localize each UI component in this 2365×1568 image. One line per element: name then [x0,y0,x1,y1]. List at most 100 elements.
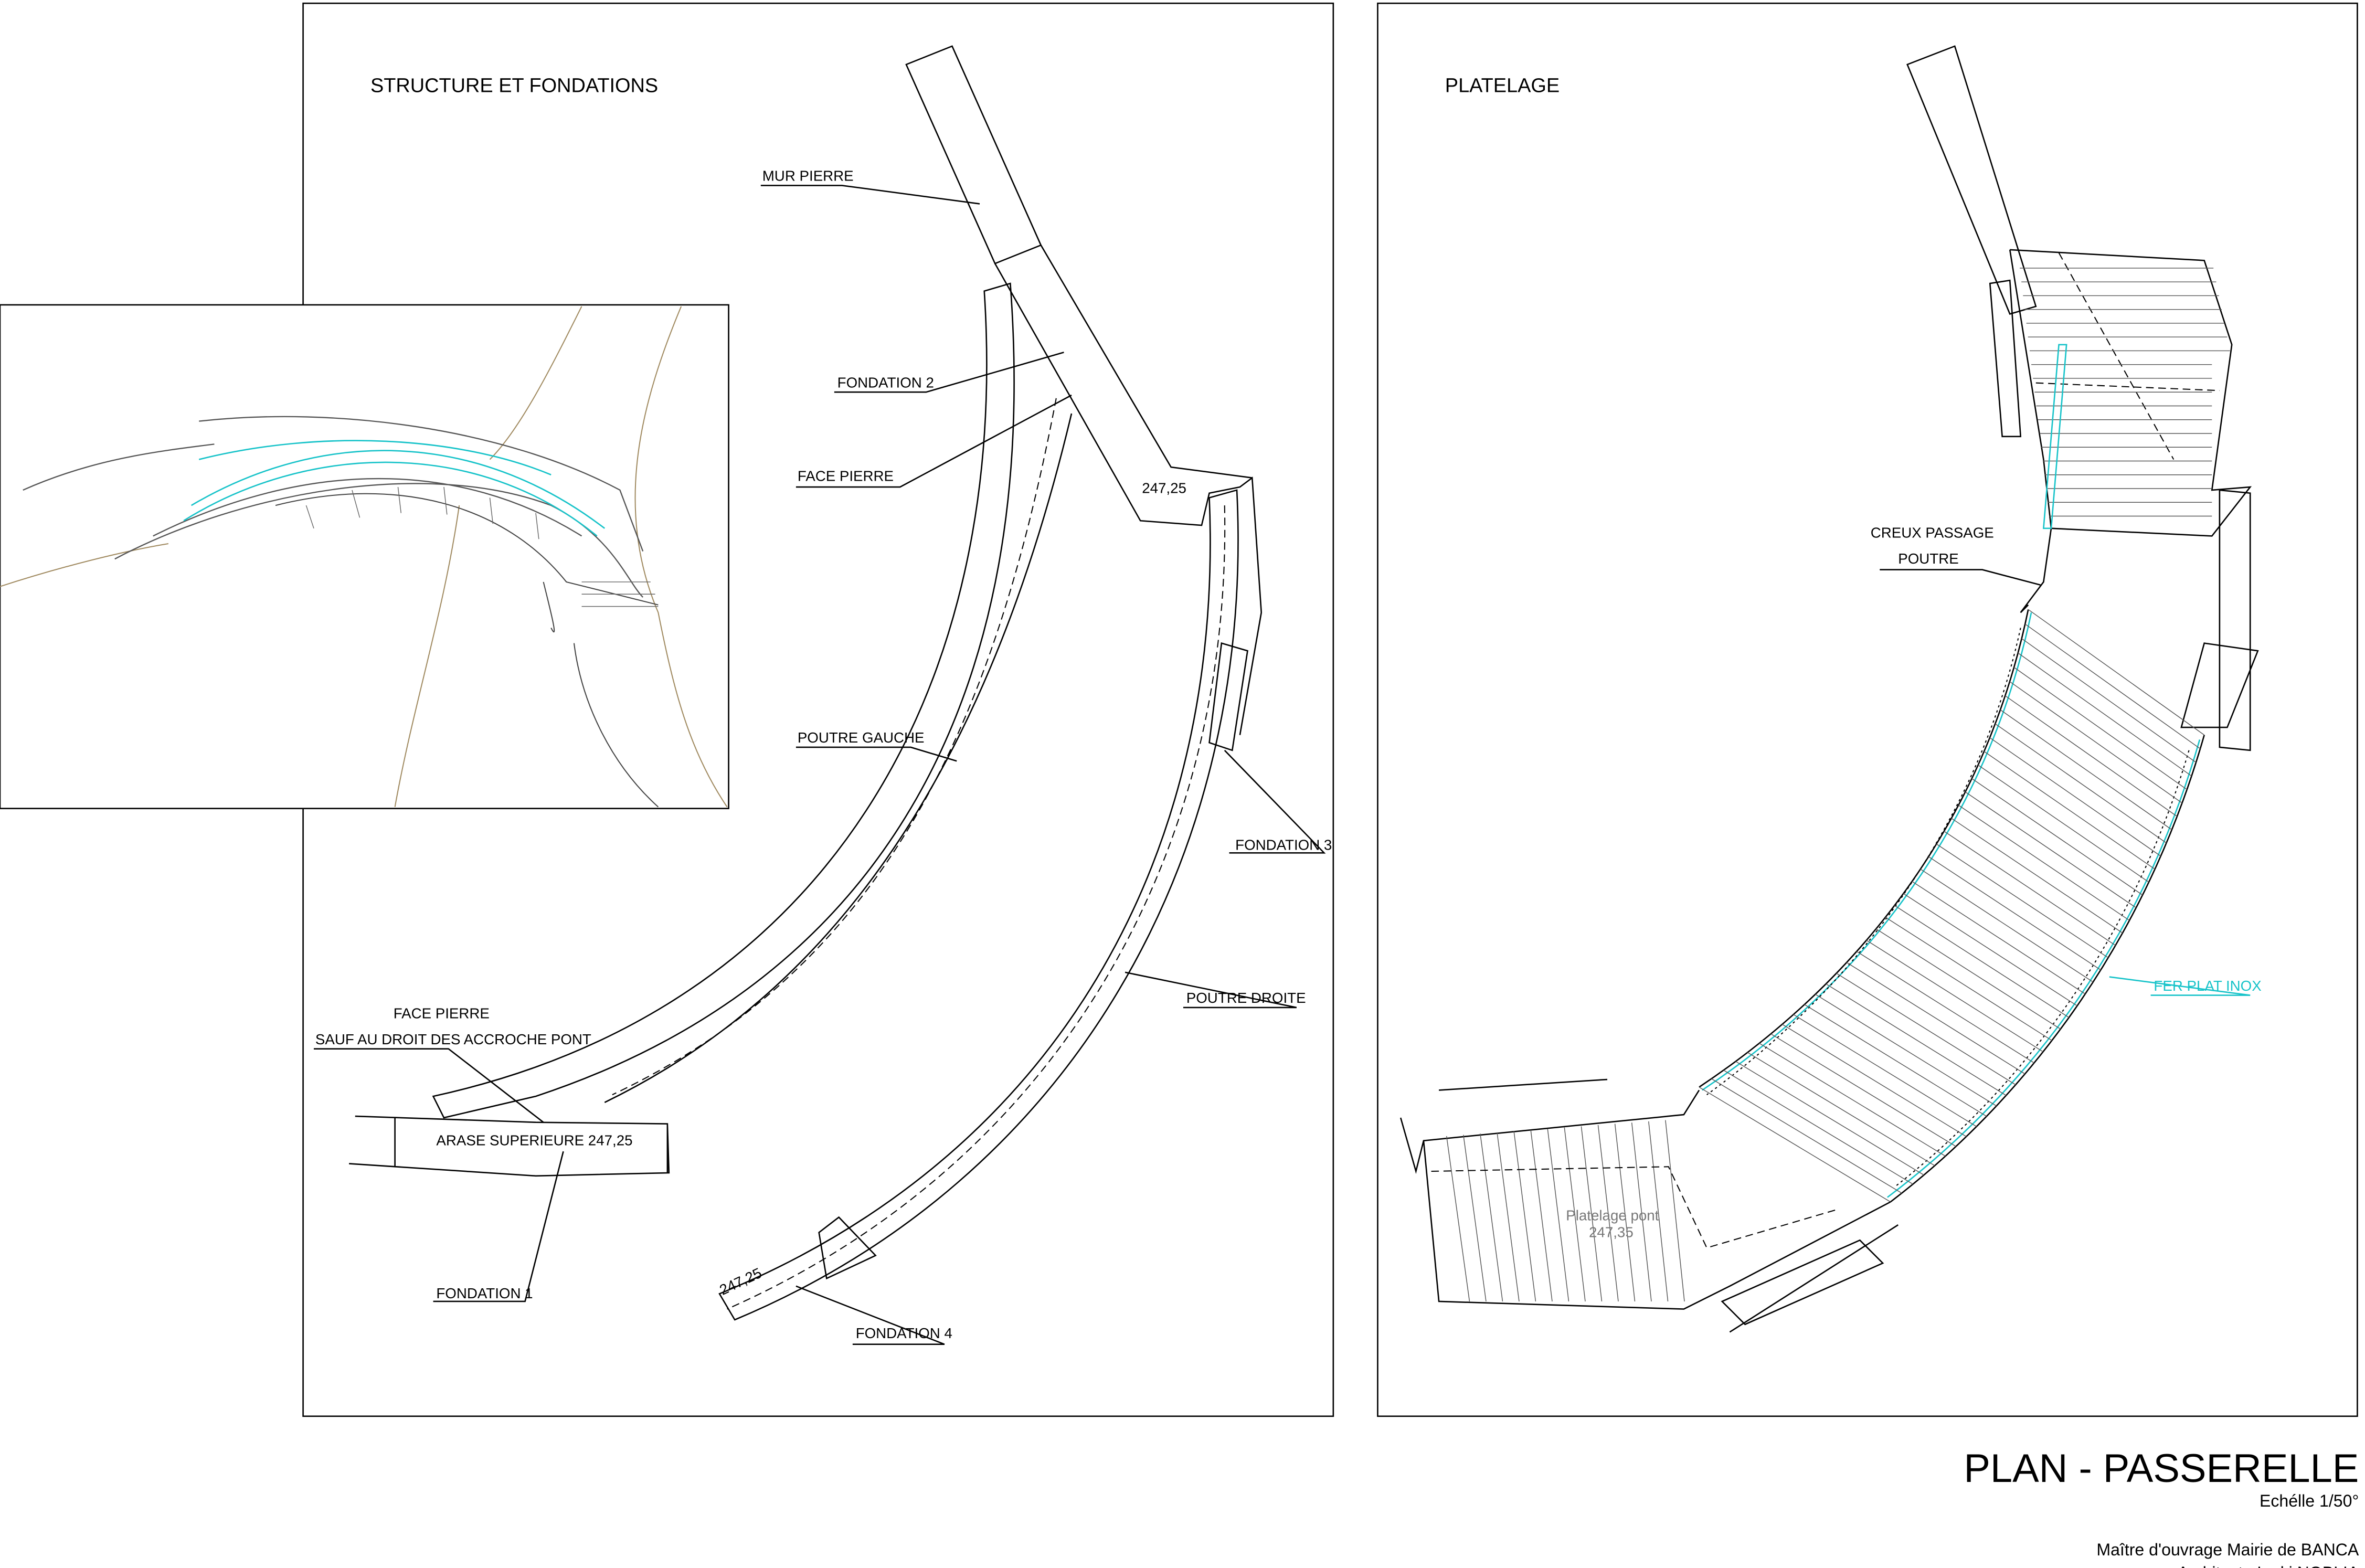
deck-structure [275,493,659,808]
plank-line [1951,818,2123,934]
foundation-4-plan [1721,1224,1899,1333]
platelage-panel: PLATELAGE CREUX PASSAGE POUTRE FER PLAT … [1377,2,2358,1417]
plank-line [1875,928,2052,1041]
plank-line [2000,709,2172,830]
deck-planks-curve [1699,609,2205,1203]
label-face-pierre: FACE PIERRE [394,1005,490,1021]
plank-line [1836,972,2016,1085]
deck-planks-top [2020,268,2230,517]
owner-line: Maître d'ouvrage Mairie de BANCA [2096,1540,2359,1559]
label-arase: ARASE SUPERIEURE 247,25 [436,1132,632,1148]
label-level-top: 247,25 [1142,480,1186,496]
plank-line [1735,1061,1924,1175]
plank-line [1826,983,2007,1096]
plank-line [1936,843,2109,958]
drawing-scale: Echélle 1/50° [2260,1491,2359,1510]
plank-line [1614,1124,1636,1302]
cyan-flat-bars [183,440,606,537]
plank-line [2024,623,2201,749]
panel-frame [1377,2,2358,1417]
plank-line [2013,667,2188,790]
foundation-1 [349,1115,670,1177]
panel-title: STRUCTURE ET FONDATIONS [370,75,658,97]
plank-line [1989,737,2161,856]
plank-line [1711,1078,1902,1194]
right-beam-axis [727,505,1226,1310]
label-creux-passage: CREUX PASSAGE [1871,524,1994,541]
architect-line: Architecte Inaki NOBLIA [2177,1563,2359,1568]
plank-line [1497,1132,1520,1302]
plank-line [1995,723,2167,843]
drawing-title: PLAN - PASSERELLE [1964,1446,2359,1491]
plank-line [1648,1121,1669,1302]
plank-line [1699,1086,1891,1203]
fixings [1706,628,2190,1188]
label-fondation-1: FONDATION 1 [436,1285,533,1301]
left-beam-axis [612,398,1057,1096]
hidden-lines [2035,252,2220,460]
plank-line [1759,1043,1946,1157]
foundation-3 [1208,642,1248,751]
plank-line [1804,1004,1987,1117]
label-fondation-2: FONDATION 2 [837,374,934,390]
foundation-2 [994,245,1263,735]
plank-line [1912,881,2086,994]
plank-line [1984,751,2155,870]
foundation-4 [818,1216,877,1280]
hidden-lines-bottom [1431,1166,1837,1249]
plank-line [1894,905,2070,1018]
plank-line [1564,1127,1586,1302]
plank-line [1631,1122,1652,1302]
plank-line [1530,1130,1553,1302]
plank-line [1781,1024,1967,1137]
plank-line [1463,1135,1487,1302]
abutments [1989,279,2259,751]
deck-notch [2020,528,2052,613]
label-fondation-3: FONDATION 3 [1235,836,1332,853]
panel-title: PLATELAGE [1445,75,1560,97]
leader-fer-plat [2109,976,2251,996]
label-fer-plat-inox: FER PLAT INOX [2154,978,2261,994]
label-mur-pierre: MUR PIERRE [762,168,854,184]
stone-wall [905,45,1042,264]
label-sauf: SAUF AU DROIT DES ACCROCHE PONT [315,1031,591,1047]
deck-top [2009,249,2252,537]
deck-planks-bottom [1446,1120,1685,1302]
plank-line [1747,1052,1935,1166]
plank-line [1920,868,2094,982]
title-block: PLAN - PASSERELLE Echélle 1/50° Maître d… [1964,1446,2359,1568]
label-face-pierre-top: FACE PIERRE [798,468,894,484]
fer-plat-inox [1702,344,2201,1198]
plank-line [1856,951,2034,1064]
plank-line [1815,994,1997,1107]
plank-line [1581,1126,1603,1302]
plank-line [1928,856,2101,970]
plank-line [2018,652,2192,777]
plank-line [1903,893,2077,1007]
label-fondation-4: FONDATION 4 [856,1325,952,1341]
stone-wall [1906,45,2037,315]
left-beam [432,282,1015,1119]
plank-line [2009,681,2182,803]
terrain-lines [0,306,728,808]
plank-line [1958,804,2130,921]
label-platelage-pont: Platelage pont [1566,1207,1659,1223]
inset-3d-view [0,304,729,809]
plank-line [2021,638,2197,763]
right-beam [718,489,1239,1321]
label-poutre-droite: POUTRE DROITE [1186,990,1306,1006]
deck-outer-edge [1890,735,2205,1203]
deck-hatching [305,486,659,607]
plank-line [2028,609,2205,736]
plank-line [1793,1014,1977,1127]
plank-line [1965,791,2137,908]
plank-line [1885,917,2061,1030]
plank-line [1446,1136,1470,1302]
plank-line [1723,1069,1913,1185]
railings [23,416,644,598]
deck-bottom [1399,1078,1891,1310]
label-poutre-gauche: POUTRE GAUCHE [798,729,925,746]
plank-line [1978,765,2149,883]
leader-lines [314,185,1326,1345]
